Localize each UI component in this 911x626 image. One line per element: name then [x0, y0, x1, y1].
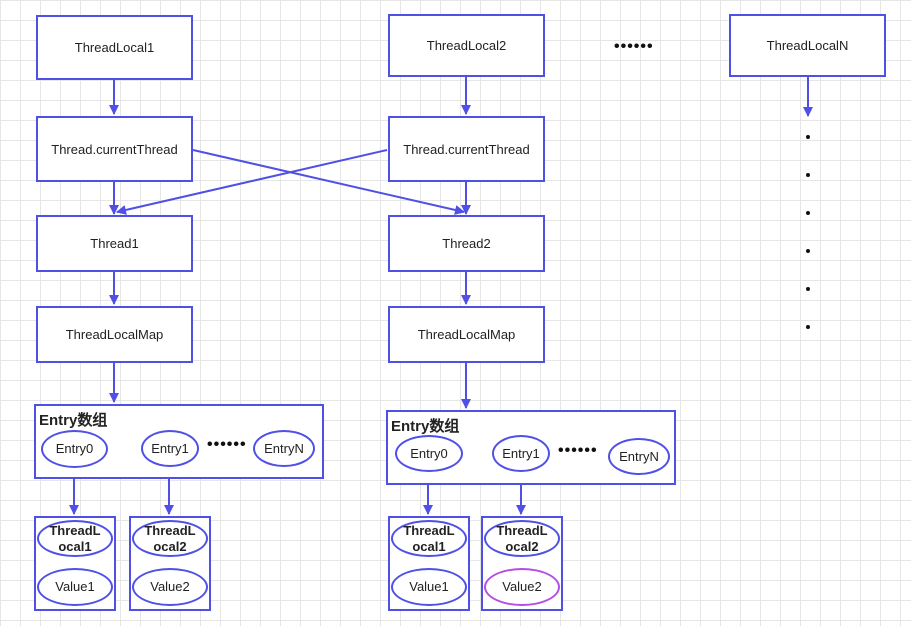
- key-node-1a[interactable]: ThreadL ocal1: [37, 520, 113, 557]
- entry1-label-1: Entry1: [151, 440, 189, 456]
- value-label-1b: Value2: [150, 579, 190, 594]
- threadlocaln-label: ThreadLocalN: [766, 38, 849, 53]
- vertical-dot-2: [806, 173, 810, 177]
- entry-array2-title: Entry数组: [391, 418, 460, 435]
- key-label-2a: ThreadL ocal1: [403, 522, 455, 554]
- threadlocal1-label: ThreadLocal1: [74, 40, 155, 55]
- thread1-label: Thread1: [90, 236, 139, 251]
- value-node-2a[interactable]: Value1: [391, 568, 467, 606]
- entry0-node-1[interactable]: Entry0: [41, 430, 108, 468]
- value-label-2b: Value2: [502, 579, 542, 594]
- threadlocal1-box[interactable]: ThreadLocal1: [36, 15, 193, 80]
- value-node-2b-highlighted[interactable]: Value2: [484, 568, 560, 606]
- current-thread2-label: Thread.currentThread: [403, 141, 530, 157]
- entry1-node-1[interactable]: Entry1: [141, 430, 199, 467]
- entry0-label-2: Entry0: [410, 445, 448, 461]
- entry0-label-1: Entry0: [55, 441, 94, 456]
- vertical-dot-3: [806, 211, 810, 215]
- thread1-box[interactable]: Thread1: [36, 215, 193, 272]
- entryn-node-2[interactable]: EntryN: [608, 438, 670, 475]
- current-thread2-box[interactable]: Thread.currentThread: [388, 116, 545, 182]
- thread2-label: Thread2: [442, 236, 491, 251]
- vertical-dot-1: [806, 135, 810, 139]
- entry0-node-2[interactable]: Entry0: [395, 435, 463, 472]
- vertical-dot-4: [806, 249, 810, 253]
- key-label-2b: ThreadL ocal2: [496, 522, 548, 554]
- vertical-dot-6: [806, 325, 810, 329]
- key-node-1b[interactable]: ThreadL ocal2: [132, 520, 208, 557]
- key-node-2a[interactable]: ThreadL ocal1: [391, 520, 467, 557]
- entryn-label-2: EntryN: [619, 448, 659, 464]
- value-label-1a: Value1: [55, 579, 95, 594]
- threadlocal2-box[interactable]: ThreadLocal2: [388, 14, 545, 77]
- threadlocalmap2-label: ThreadLocalMap: [417, 327, 516, 342]
- value-node-1b[interactable]: Value2: [132, 568, 208, 606]
- threadlocalmap1-box[interactable]: ThreadLocalMap: [36, 306, 193, 363]
- entry-dots-2: ••••••: [558, 442, 598, 459]
- key-label-1b: ThreadL ocal2: [144, 522, 196, 554]
- entryn-node-1[interactable]: EntryN: [253, 430, 315, 467]
- vertical-dot-5: [806, 287, 810, 291]
- current-thread1-box[interactable]: Thread.currentThread: [36, 116, 193, 182]
- current-thread1-label: Thread.currentThread: [51, 141, 178, 157]
- threadlocaln-box[interactable]: ThreadLocalN: [729, 14, 886, 77]
- key-node-2b[interactable]: ThreadL ocal2: [484, 520, 560, 557]
- threadlocalmap2-box[interactable]: ThreadLocalMap: [388, 306, 545, 363]
- threadlocal-dots: ••••••: [614, 38, 654, 55]
- entry-array1-title: Entry数组: [39, 412, 108, 429]
- value-node-1a[interactable]: Value1: [37, 568, 113, 606]
- threadlocal2-label: ThreadLocal2: [426, 38, 507, 53]
- entry1-label-2: Entry1: [502, 445, 540, 461]
- value-label-2a: Value1: [409, 579, 449, 594]
- entryn-label-1: EntryN: [264, 440, 304, 456]
- entry-dots-1: ••••••: [207, 436, 247, 453]
- thread2-box[interactable]: Thread2: [388, 215, 545, 272]
- threadlocalmap1-label: ThreadLocalMap: [65, 327, 164, 342]
- entry1-node-2[interactable]: Entry1: [492, 435, 550, 472]
- key-label-1a: ThreadL ocal1: [49, 522, 101, 554]
